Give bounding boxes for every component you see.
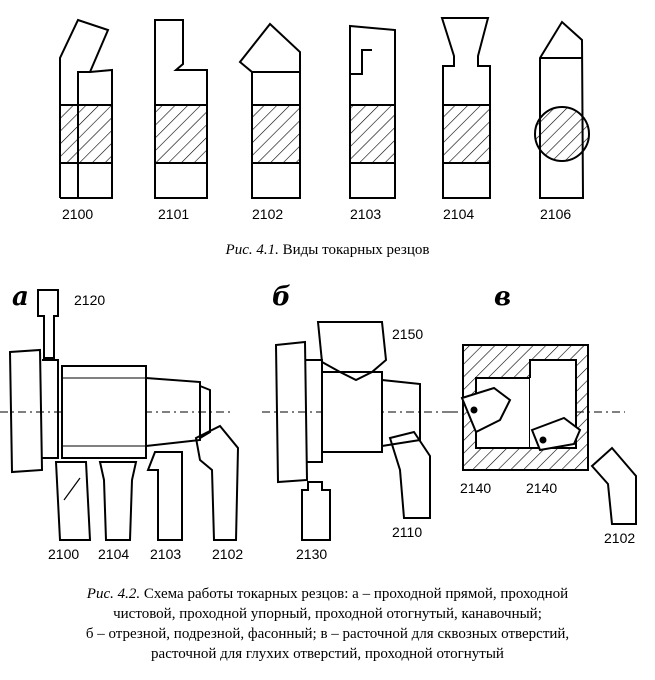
tool-label: 2102 <box>252 206 284 222</box>
tool-label: 2101 <box>158 206 190 222</box>
fig1-caption-prefix: Рис. 4.1. <box>225 242 279 258</box>
tool-label: 2106 <box>540 206 572 222</box>
fig2-caption-line-3: б – отрезной, подрезной, фасонный; в – р… <box>85 626 570 642</box>
scheme-b <box>262 321 450 541</box>
part-letter-b: б <box>272 282 291 312</box>
label-2102: 2102 <box>212 546 244 562</box>
label-2102: 2102 <box>604 530 636 546</box>
fig2-caption-prefix: Рис. 4.2. <box>86 586 141 602</box>
label-2104: 2104 <box>98 546 130 562</box>
fig2-caption-line-4: расточной для глухих отверстий, проходно… <box>151 646 504 662</box>
label-2140: 2140 <box>460 480 492 496</box>
tool-2100 <box>59 18 113 199</box>
label-2150: 2150 <box>392 326 424 342</box>
label-2110: 2110 <box>392 524 423 540</box>
tool-2104 <box>440 17 491 199</box>
fig2-caption-line-2: чистовой, проходной упорный, проходной о… <box>113 606 542 622</box>
label-2120: 2120 <box>74 292 106 308</box>
label-2140: 2140 <box>526 480 558 496</box>
fig2-caption-line-1: Схема работы токарных резцов: а – проход… <box>143 586 569 602</box>
tool-2101 <box>154 19 208 199</box>
scheme-a <box>0 289 240 541</box>
scheme-v <box>450 344 637 525</box>
tool-2102 <box>238 22 301 199</box>
part-letter-a: а <box>12 282 29 312</box>
label-2130: 2130 <box>296 546 328 562</box>
fig2-caption: Рис. 4.2. Схема работы токарных резцов: … <box>0 584 655 664</box>
tool-label: 2100 <box>62 206 94 222</box>
label-2103: 2103 <box>150 546 182 562</box>
fig1-caption: Рис. 4.1. Виды токарных резцов <box>0 242 655 259</box>
tool-label: 2103 <box>350 206 382 222</box>
label-2100: 2100 <box>48 546 80 562</box>
fig2-caption-line: Рис. 4.2. Схема работы токарных резцов: … <box>0 584 655 604</box>
fig1-caption-text: Виды токарных резцов <box>282 242 430 258</box>
tool-2106 <box>534 20 590 199</box>
tool-2103 <box>349 24 396 199</box>
tool-label: 2104 <box>443 206 475 222</box>
part-letter-v: в <box>494 282 512 312</box>
